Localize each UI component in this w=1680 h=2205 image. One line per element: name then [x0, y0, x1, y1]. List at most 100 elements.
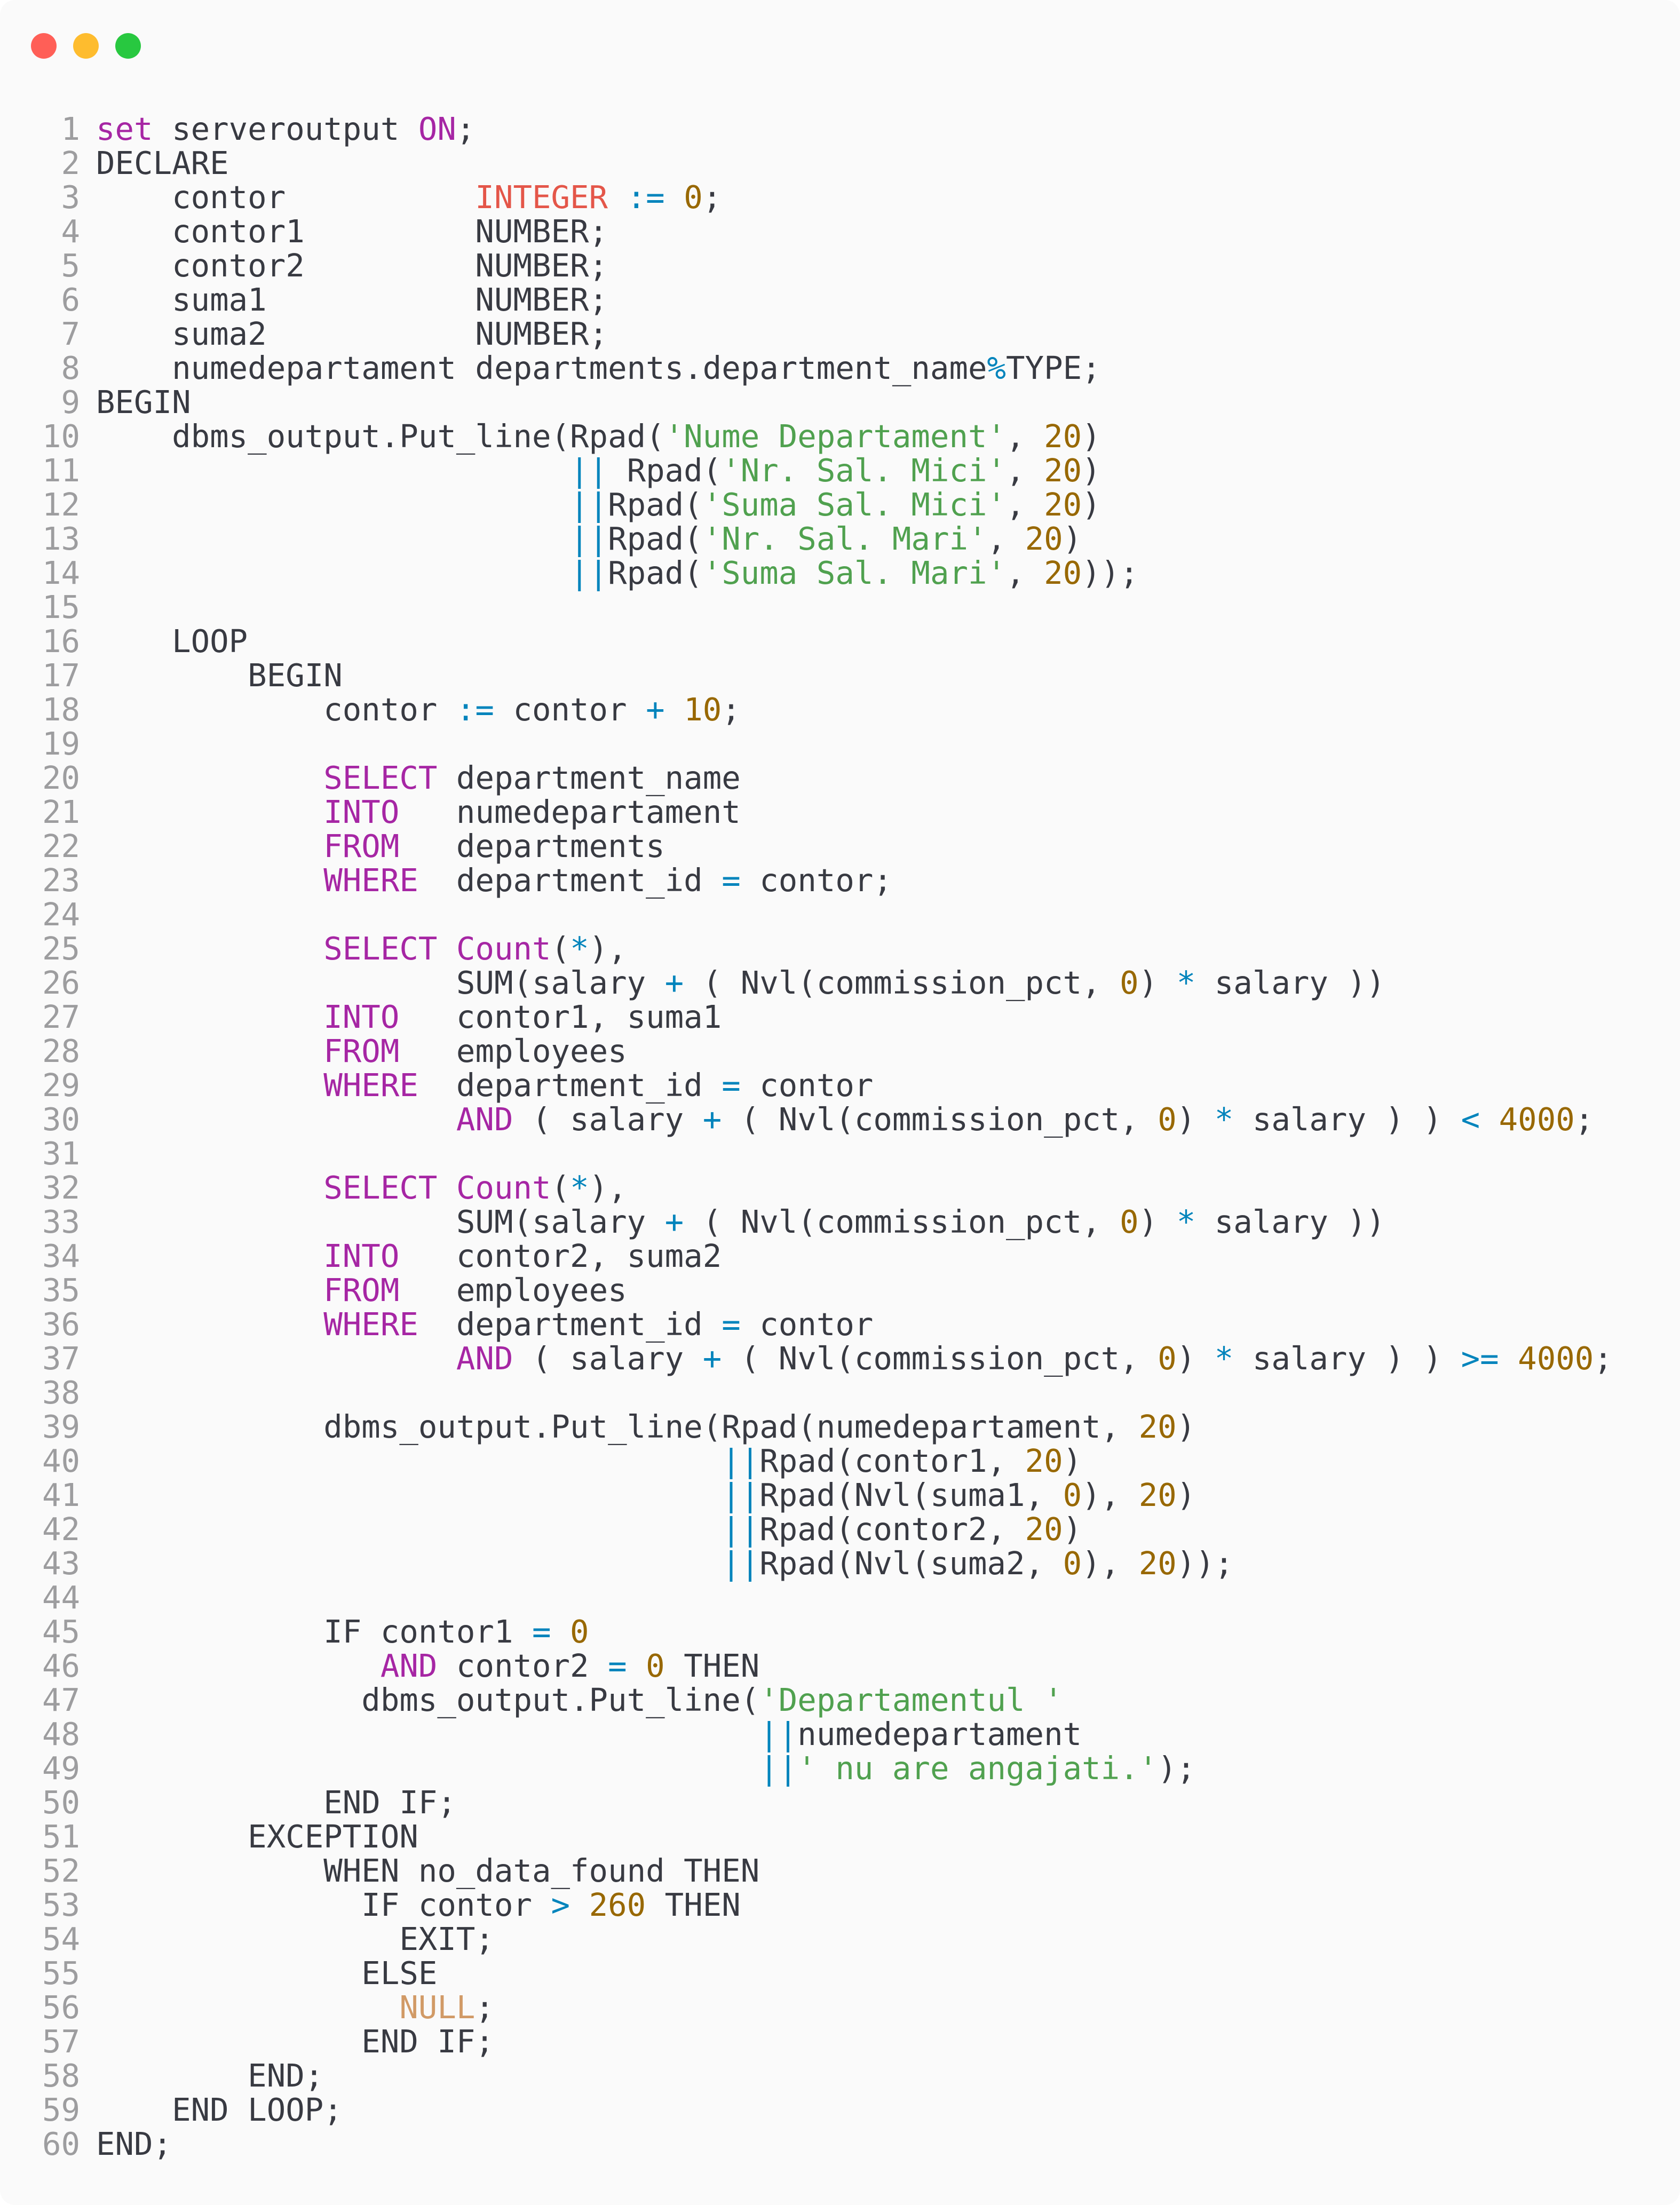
code-text: ||Rpad('Suma Sal. Mici', 20)	[80, 488, 1101, 522]
code-line: 6 suma1 NUMBER;	[0, 283, 1680, 317]
code-line: 20 SELECT department_name	[0, 761, 1680, 795]
token-text: Rpad(	[608, 486, 703, 523]
token-text	[96, 520, 570, 557]
token-num: 4000	[1518, 1340, 1594, 1377]
token-text	[437, 930, 456, 967]
line-number: 58	[42, 2057, 80, 2094]
token-text: IF contor1	[96, 1613, 532, 1650]
token-text: salary ))	[1195, 1203, 1385, 1240]
code-text: ||Rpad(contor1, 20)	[80, 1444, 1082, 1478]
code-text	[80, 590, 96, 624]
token-text	[96, 1306, 323, 1343]
code-line: 22 FROM departments	[0, 829, 1680, 863]
token-text: BEGIN	[96, 657, 343, 694]
line-number: 24	[42, 896, 80, 933]
token-text: DECLARE	[96, 145, 229, 181]
token-kw: AND	[456, 1101, 513, 1138]
token-text	[551, 1613, 570, 1650]
token-text: BEGIN	[96, 384, 191, 421]
token-text: SUM(salary	[96, 964, 665, 1001]
token-num: 20	[1025, 1511, 1063, 1548]
token-num: 260	[589, 1886, 646, 1923]
token-text: SUM(salary	[96, 1203, 665, 1240]
token-text: serveroutput	[153, 110, 418, 147]
line-number: 29	[42, 1067, 80, 1104]
token-text: contor	[96, 179, 476, 216]
code-text: SUM(salary + ( Nvl(commission_pct, 0) * …	[80, 1205, 1385, 1239]
token-text: ));	[1082, 554, 1139, 591]
token-text: END IF;	[96, 2023, 494, 2060]
line-number: 40	[42, 1442, 80, 1479]
line-number: 35	[42, 1272, 80, 1308]
token-text: suma2 NUMBER;	[96, 315, 608, 352]
token-text: contor2, suma2	[399, 1238, 722, 1274]
token-text: ,	[987, 520, 1025, 557]
maximize-window-button[interactable]	[115, 33, 141, 59]
token-op: *	[1176, 1203, 1196, 1240]
code-text: SELECT Count(*),	[80, 932, 627, 966]
token-op: +	[702, 1101, 722, 1138]
code-line: 27 INTO contor1, suma1	[0, 1000, 1680, 1034]
line-number: 9	[61, 384, 80, 421]
code-line: 37 AND ( salary + ( Nvl(commission_pct, …	[0, 1342, 1680, 1376]
token-text	[96, 1477, 722, 1513]
token-text: department_id	[418, 862, 722, 899]
token-op: *	[1214, 1101, 1234, 1138]
code-text: dbms_output.Put_line(Rpad(numedepartamen…	[80, 1410, 1195, 1444]
line-number: 5	[61, 247, 80, 284]
token-kw: SELECT	[323, 1169, 438, 1206]
code-text: FROM employees	[80, 1034, 627, 1068]
token-text: )	[1082, 418, 1101, 455]
token-text: ( Nvl(commission_pct,	[722, 1340, 1158, 1377]
code-text: BEGIN	[80, 659, 343, 693]
token-num: 0	[1158, 1101, 1177, 1138]
token-text	[1499, 1340, 1518, 1377]
code-text: dbms_output.Put_line(Rpad('Nume Departam…	[80, 419, 1101, 454]
line-number: 7	[61, 315, 80, 352]
code-text	[80, 1137, 96, 1171]
close-window-button[interactable]	[31, 33, 57, 59]
line-number: 49	[42, 1750, 80, 1787]
token-op: ||	[722, 1545, 760, 1582]
token-kw: ON	[418, 110, 456, 147]
token-text	[96, 1545, 722, 1582]
token-num: 20	[1044, 554, 1082, 591]
token-text: contor;	[740, 862, 892, 899]
token-op: >=	[1461, 1340, 1499, 1377]
token-text	[96, 452, 570, 489]
token-text: ( Nvl(commission_pct,	[684, 964, 1120, 1001]
line-number: 48	[42, 1716, 80, 1752]
token-text	[627, 1647, 646, 1684]
token-text: THEN	[664, 1647, 760, 1684]
minimize-window-button[interactable]	[73, 33, 99, 59]
code-line: 44	[0, 1581, 1680, 1615]
line-number: 53	[42, 1886, 80, 1923]
token-num: 0	[1120, 964, 1139, 1001]
token-text: TYPE;	[1006, 350, 1101, 386]
code-text: INTO contor2, suma2	[80, 1239, 722, 1273]
token-num: 0	[684, 179, 703, 216]
token-text	[96, 1750, 759, 1787]
token-text: ;	[475, 1989, 494, 2026]
code-line: 30 AND ( salary + ( Nvl(commission_pct, …	[0, 1102, 1680, 1137]
token-text: Rpad(	[608, 554, 703, 591]
line-number: 59	[42, 2091, 80, 2128]
code-text: AND contor2 = 0 THEN	[80, 1649, 759, 1683]
token-text: )	[1063, 1511, 1082, 1548]
token-text: Rpad(Nvl(suma2,	[759, 1545, 1063, 1582]
token-text: )	[1063, 1442, 1082, 1479]
token-op: ||	[570, 452, 608, 489]
line-number: 25	[42, 930, 80, 967]
line-number: 12	[42, 486, 80, 523]
token-kw: AND	[456, 1340, 513, 1377]
token-op: =	[532, 1613, 551, 1650]
line-number: 15	[42, 589, 80, 625]
token-text: LOOP	[96, 623, 248, 660]
code-text: AND ( salary + ( Nvl(commission_pct, 0) …	[80, 1102, 1594, 1137]
code-text: contor := contor + 10;	[80, 693, 741, 727]
line-number: 43	[42, 1545, 80, 1582]
token-op: ||	[722, 1477, 760, 1513]
token-kw: INTO	[323, 1238, 400, 1274]
